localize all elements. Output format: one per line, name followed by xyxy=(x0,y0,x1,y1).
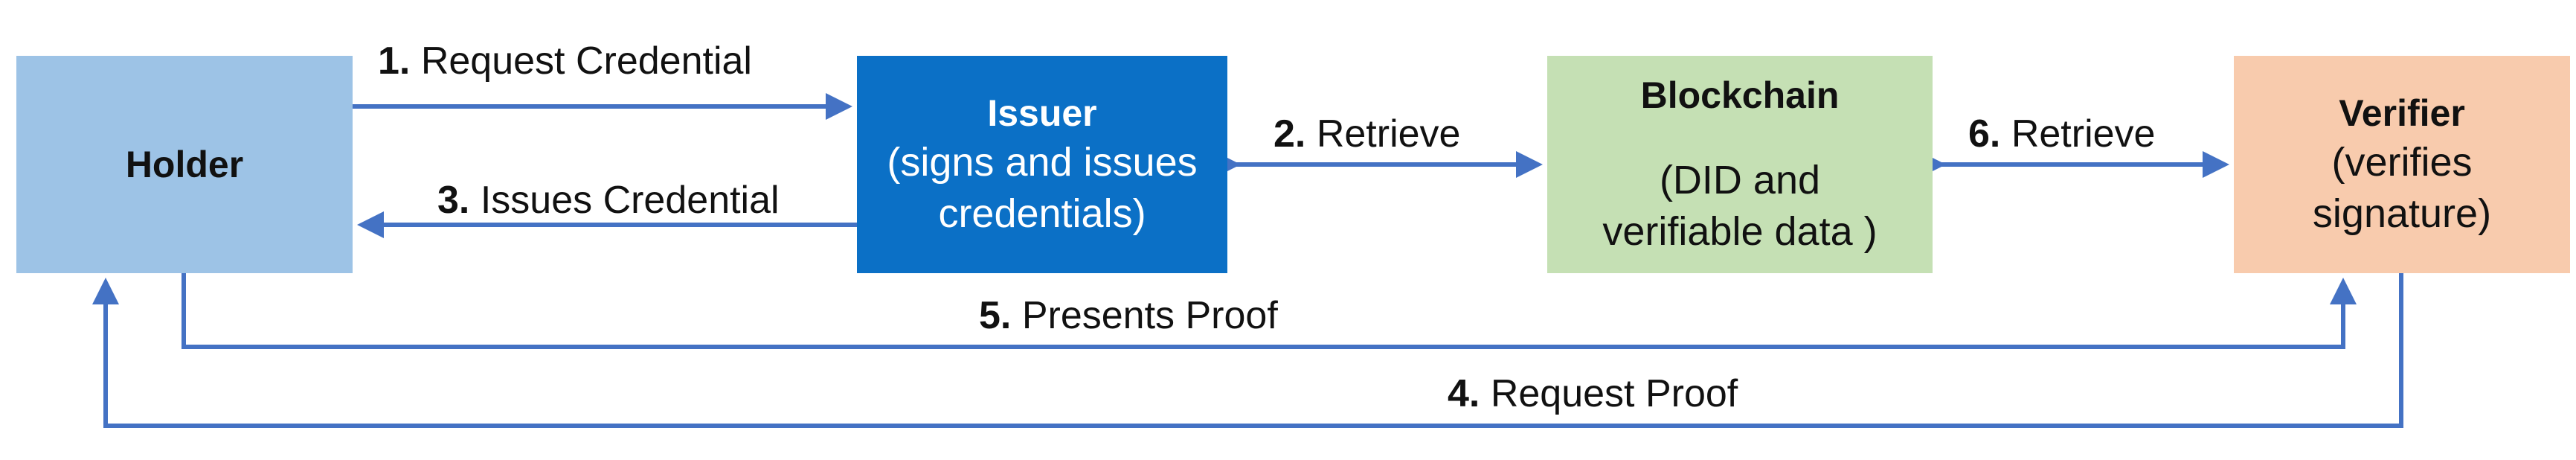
edge-request-proof-arrow xyxy=(92,273,2403,428)
edge-label-request-credential: 1. Request Credential xyxy=(378,42,752,80)
edge-label-text: Retrieve xyxy=(2011,112,2156,156)
edge-label-issues-credential: 3. Issues Credential xyxy=(437,181,780,220)
edge-step-number: 6. xyxy=(1968,112,2001,156)
node-verifier-title: Verifier xyxy=(2339,92,2465,134)
edge-label-text: Presents Proof xyxy=(1021,294,1278,337)
edge-presents-proof-arrow xyxy=(182,273,2357,349)
node-verifier-description-line2: signature) xyxy=(2312,191,2492,236)
edge-label-text: Retrieve xyxy=(1316,112,1461,156)
node-holder-title: Holder xyxy=(125,144,244,185)
node-blockchain-description-line1: (DID and xyxy=(1659,157,1821,202)
node-issuer-description-line1: (signs and issues xyxy=(887,139,1198,185)
node-blockchain-title: Blockchain xyxy=(1640,74,1840,116)
node-blockchain-description-line2: verifiable data ) xyxy=(1602,209,1878,254)
edge-label-retrieve-issuer: 2. Retrieve xyxy=(1273,115,1460,153)
edge-label-text: Issues Credential xyxy=(480,179,780,222)
edge-step-number: 1. xyxy=(378,39,411,83)
node-verifier-description-line1: (verifies xyxy=(2331,139,2473,185)
edge-label-presents-proof: 5. Presents Proof xyxy=(979,296,1278,335)
edge-label-retrieve-verifier: 6. Retrieve xyxy=(1968,115,2155,153)
edge-step-number: 4. xyxy=(1448,372,1480,415)
edge-step-number: 5. xyxy=(979,294,1012,337)
node-blockchain: Blockchain (DID and verifiable data ) xyxy=(1547,56,1933,273)
edge-step-number: 2. xyxy=(1273,112,1306,156)
edge-label-request-proof: 4. Request Proof xyxy=(1448,374,1738,413)
node-issuer-title: Issuer xyxy=(987,92,1097,134)
node-verifier: Verifier (verifies signature) xyxy=(2234,56,2570,273)
edge-label-text: Request Proof xyxy=(1490,372,1738,415)
node-issuer-description-line2: credentials) xyxy=(938,191,1146,236)
edge-label-text: Request Credential xyxy=(420,39,752,83)
node-holder: Holder xyxy=(16,56,353,273)
edge-step-number: 3. xyxy=(437,179,470,222)
node-issuer: Issuer (signs and issues credentials) xyxy=(857,56,1227,273)
